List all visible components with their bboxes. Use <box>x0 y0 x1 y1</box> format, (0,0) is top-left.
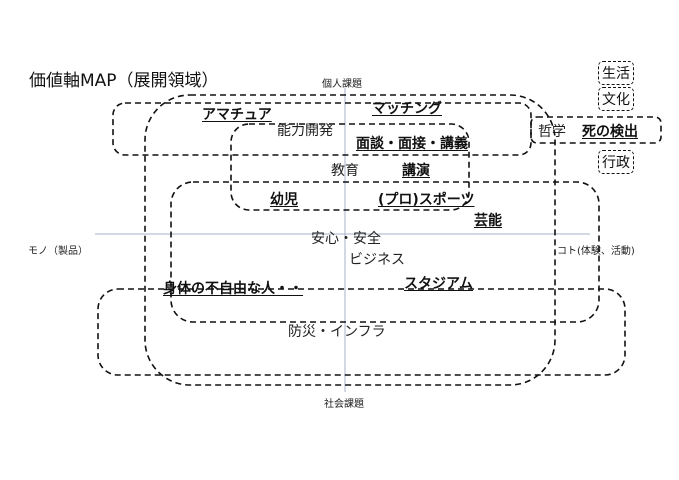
label-philosophy: 哲学 <box>538 124 566 140</box>
axis-label-left: モノ（製品） <box>28 246 88 257</box>
label-business: ビジネス <box>349 252 405 268</box>
axis-label-right: コト(体験、活動) <box>557 246 635 257</box>
label-disabled-people: 身体の不自由な人・・ <box>163 281 303 297</box>
page-title: 価値軸MAP（展開領域） <box>29 71 219 91</box>
label-amateur: アマチュア <box>202 107 272 123</box>
region-philosophy <box>530 116 662 144</box>
region-large-outer <box>144 94 556 386</box>
label-ability-development: 能力開発 <box>277 123 333 139</box>
region-education <box>230 123 470 211</box>
label-education: 教育 <box>331 163 359 179</box>
label-disaster-infra: 防災・インフラ <box>288 324 386 340</box>
label-entertainment: 芸能 <box>474 213 502 229</box>
axis-label-bottom: 社会課題 <box>324 399 364 410</box>
label-infant: 幼児 <box>270 192 298 208</box>
label-matching: マッチング <box>372 101 442 117</box>
region-sports-safety <box>170 181 600 323</box>
box-culture: 文化 <box>598 87 634 111</box>
axis-label-top: 個人課題 <box>322 79 362 90</box>
box-life: 生活 <box>598 61 634 85</box>
box-administration: 行政 <box>598 150 634 174</box>
label-lecture: 講演 <box>402 163 430 179</box>
label-pro-sports: (プロ)スポーツ <box>378 192 475 208</box>
region-social-infra <box>97 288 626 376</box>
label-death-detection: 死の検出 <box>582 124 638 140</box>
label-safety: 安心・安全 <box>311 231 381 247</box>
label-stadium: スタジアム <box>404 276 474 292</box>
label-interview: 面談・面接・講義 <box>356 136 468 152</box>
